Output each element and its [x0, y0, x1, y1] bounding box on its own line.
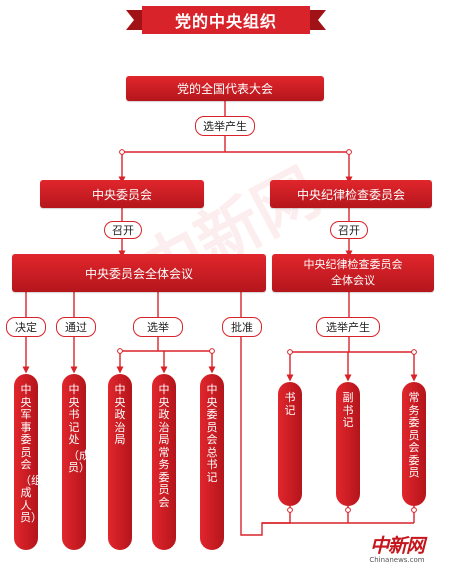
politburo-label: 中央政治局 [114, 383, 126, 446]
congress-label: 党的全国代表大会 [176, 82, 273, 96]
cmc-label: 中央军事委员会 [20, 383, 32, 471]
discipline-commission-box: 中央纪律检查委员会 [270, 180, 432, 208]
junction-dot [411, 507, 417, 513]
junction-dot [411, 349, 417, 355]
politburo-bar: 中央政治局 [108, 374, 132, 550]
discipline-plenary-box: 中央纪律检查委员会 全体会议 [272, 254, 434, 292]
convene-pill-right: 召开 [330, 221, 368, 239]
elect-produce-pill: 选举产生 [195, 116, 255, 136]
decide-pill: 决定 [6, 317, 46, 337]
logo-site: Chinanews.com [369, 556, 425, 564]
junction-dot [209, 348, 215, 354]
standing-committee-members-bar: 常务委员会委员 [402, 382, 426, 506]
discipline-plenary-line1: 中央纪律检查委员会 [303, 258, 403, 271]
title-ribbon-banner [126, 6, 326, 34]
convene-pill-left: 召开 [104, 221, 142, 239]
cmc-note: （组成人员） [20, 473, 42, 524]
general-secretary-label: 中央委员会总书记 [206, 383, 218, 484]
junction-dot [287, 349, 293, 355]
junction-dot [346, 149, 352, 155]
line-ratify [240, 292, 291, 536]
secretariat-bar: 中央书记处 （成员） [62, 374, 90, 550]
central-military-commission-bar: 中央军事委员会 （组成人员） [14, 374, 42, 550]
ratify-pill: 批准 [222, 317, 262, 337]
junction-dot [345, 507, 351, 513]
secretary-label: 书记 [284, 391, 296, 417]
page-title: 党的中央组织 [174, 12, 277, 31]
politburo-standing-label: 中央政治局常务委员会 [158, 383, 170, 509]
congress-box: 党的全国代表大会 [126, 76, 324, 101]
politburo-standing-committee-bar: 中央政治局常务委员会 [152, 374, 176, 550]
secretariat-note: （成员） [68, 448, 90, 474]
discipline-plenary-line2: 全体会议 [331, 274, 375, 287]
chinanews-logo: 中新网 Chinanews.com [352, 536, 442, 566]
elect-pill: 选举 [133, 317, 183, 337]
central-plenary-label: 中央委员会全体会议 [84, 266, 193, 281]
secretary-bar: 书记 [278, 382, 302, 506]
discipline-commission-label: 中央纪律检查委员会 [296, 187, 405, 202]
central-committee-box: 中央委员会 [40, 180, 204, 208]
central-plenary-box: 中央委员会全体会议 [12, 254, 266, 292]
pass-pill: 通过 [56, 317, 96, 337]
secretariat-label: 中央书记处 [68, 383, 80, 446]
deputy-secretary-label: 副书记 [342, 391, 354, 429]
general-secretary-bar: 中央委员会总书记 [200, 374, 224, 550]
junction-dot [117, 348, 123, 354]
deputy-secretary-bar: 副书记 [336, 382, 360, 506]
logo-mark: 中新网 [369, 535, 425, 557]
junction-dot [119, 149, 125, 155]
standing-members-label: 常务委员会委员 [408, 391, 420, 479]
junction-dot [287, 507, 293, 513]
elect-produce-right-pill: 选举产生 [316, 317, 380, 337]
central-committee-label: 中央委员会 [91, 187, 152, 202]
